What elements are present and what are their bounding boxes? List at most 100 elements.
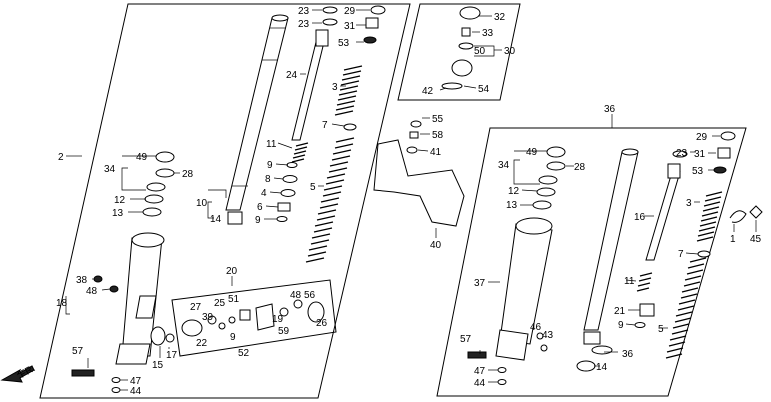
left-rebound-spring — [291, 142, 309, 163]
label-21: 21 — [614, 306, 626, 317]
left-ring-9b — [276, 216, 288, 222]
left-washer-8 — [282, 175, 298, 183]
right-bushing-14 — [576, 360, 596, 372]
left-bushing-6 — [277, 202, 291, 212]
left-bolt-57 — [71, 369, 95, 377]
label-30: 30 — [504, 46, 516, 57]
left-washer-12b — [144, 194, 164, 204]
label-51: 51 — [228, 294, 240, 305]
clip-1 — [729, 210, 747, 223]
right-bolt-46 — [536, 332, 544, 340]
label-9c: 9 — [618, 320, 624, 331]
label-17: 17 — [166, 350, 178, 361]
label-49b: 49 — [526, 147, 538, 158]
right-seat-36 — [591, 345, 613, 355]
right-rebound-spring — [636, 272, 653, 292]
gear-bolt-59 — [279, 307, 289, 317]
label-7a: 7 — [322, 120, 328, 131]
label-4: 4 — [261, 188, 267, 199]
gearbox-group-frame — [171, 279, 337, 357]
label-19: 19 — [272, 314, 284, 325]
right-bolt-31 — [717, 147, 731, 159]
clip-45 — [749, 205, 763, 219]
left-cap-29 — [370, 5, 386, 15]
label-25: 25 — [214, 298, 226, 309]
label-23b: 23 — [298, 19, 310, 30]
label-56: 56 — [304, 290, 316, 301]
left-bolt-17 — [165, 333, 175, 343]
label-23c: 23 — [676, 148, 688, 159]
right-fork-assembly-frame — [436, 127, 747, 397]
label-57a: 57 — [72, 346, 84, 357]
label-8: 8 — [265, 174, 271, 185]
cap-ring-54 — [441, 82, 463, 90]
label-44b: 44 — [474, 378, 486, 389]
label-37: 37 — [474, 278, 486, 289]
label-40: 40 — [430, 240, 442, 251]
label-24: 24 — [286, 70, 298, 81]
label-13b: 13 — [506, 200, 518, 211]
label-49a: 49 — [136, 152, 148, 163]
label-27: 27 — [190, 302, 202, 313]
label-3b: 3 — [686, 198, 692, 209]
right-cap-29 — [720, 131, 736, 141]
label-31b: 31 — [694, 149, 706, 160]
label-41: 41 — [430, 147, 442, 158]
label-36b: 36 — [622, 349, 634, 360]
label-48b: 48 — [290, 290, 302, 301]
left-fork-spring-lower — [305, 137, 355, 263]
label-14a: 14 — [210, 214, 222, 225]
right-dust-seal-49 — [546, 146, 566, 158]
label-33: 33 — [482, 28, 494, 39]
fork-bridge-40 — [373, 120, 465, 227]
label-29b: 29 — [696, 132, 708, 143]
label-fr: FR. — [18, 363, 37, 381]
left-bolt-48 — [109, 285, 119, 293]
label-5b: 5 — [658, 324, 664, 335]
gear-plate-26 — [307, 301, 325, 323]
front-direction-arrow — [0, 365, 35, 383]
label-29a: 29 — [344, 6, 356, 17]
label-9d: 9 — [230, 332, 236, 343]
label-3a: 3 — [332, 82, 338, 93]
gear-seal-51 — [239, 309, 251, 321]
label-46b: 46 — [530, 322, 542, 333]
right-bushing-21 — [639, 303, 655, 317]
right-ring-9 — [634, 322, 646, 328]
label-28a: 28 — [182, 169, 194, 180]
label-11a: 11 — [266, 139, 277, 150]
left-fork-pipe — [225, 14, 289, 225]
left-oring-53 — [363, 36, 377, 44]
right-fork-spring-lower — [665, 257, 707, 359]
right-bolt-43 — [540, 344, 548, 352]
left-bolt-38 — [93, 275, 103, 283]
label-31a: 31 — [344, 21, 356, 32]
cap-body — [451, 59, 473, 77]
label-34a: 34 — [104, 164, 116, 175]
label-1: 1 — [730, 234, 736, 245]
part-number-labels: 2 23 29 23 31 53 24 3 7 11 9 8 4 6 9 5 1… — [18, 6, 762, 397]
cap-assembly-frame — [397, 3, 521, 101]
right-fork-spring-upper — [696, 191, 723, 242]
label-10: 10 — [196, 198, 208, 209]
left-bushing-13 — [142, 207, 162, 217]
left-ring-9a — [286, 162, 298, 168]
label-9b: 9 — [255, 215, 261, 226]
label-58: 58 — [432, 130, 444, 141]
label-7b: 7 — [678, 249, 684, 260]
label-47b: 47 — [474, 366, 486, 377]
left-damper-rod — [291, 29, 329, 141]
right-fork-slider — [495, 217, 553, 361]
label-14b: 14 — [596, 362, 608, 373]
label-20: 20 — [226, 266, 238, 277]
label-43b: 43 — [542, 330, 554, 341]
label-6: 6 — [257, 202, 263, 213]
label-39: 39 — [202, 312, 214, 323]
label-15: 15 — [152, 360, 164, 371]
label-26: 26 — [316, 318, 328, 329]
cap-32 — [459, 6, 481, 20]
left-seat-4 — [280, 189, 296, 197]
label-54: 54 — [478, 84, 490, 95]
label-42: 42 — [422, 86, 434, 97]
gearbox-cover-52 — [255, 303, 275, 331]
